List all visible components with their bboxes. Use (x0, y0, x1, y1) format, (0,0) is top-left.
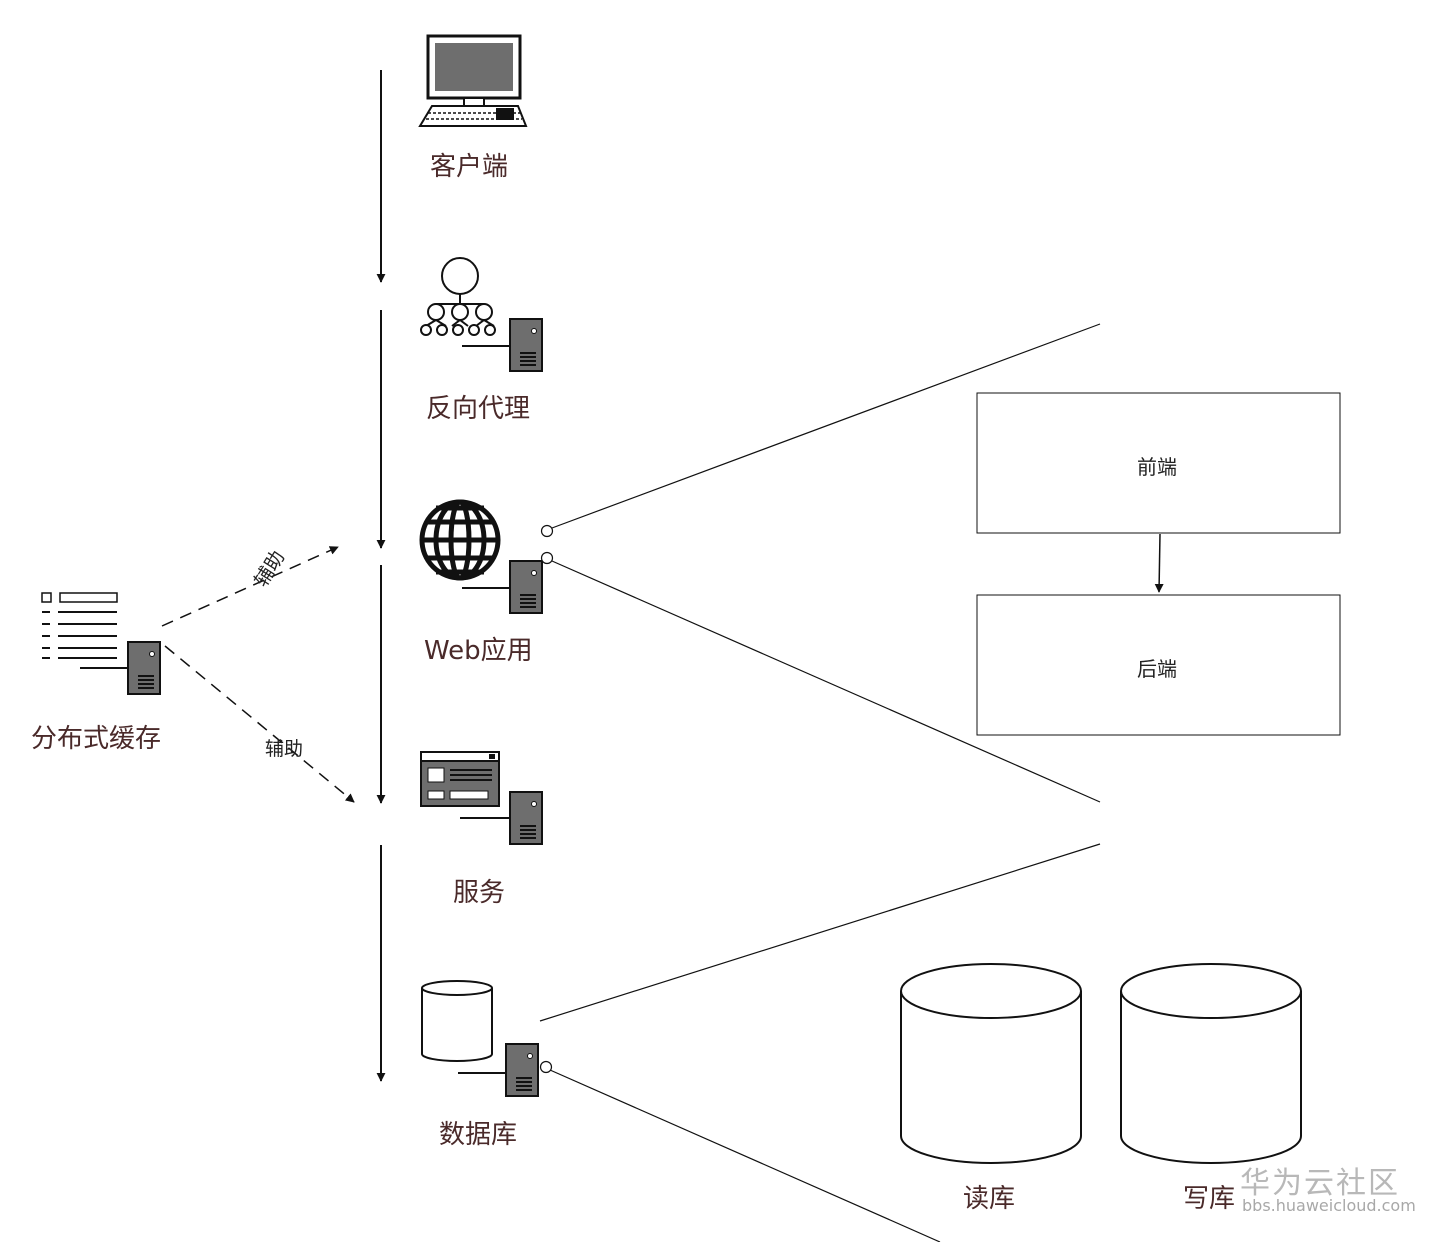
connector-dot (540, 551, 554, 565)
reverse-proxy-label: 反向代理 (426, 394, 531, 424)
arrow-frontend-to-backend (1154, 533, 1164, 593)
globe-icon (419, 499, 501, 581)
frontend-label: 前端 (1137, 455, 1177, 479)
read-db-label: 读库 (963, 1184, 1016, 1214)
assist-label-service: 辅助 (265, 738, 304, 760)
cache-list-icon (41, 592, 118, 659)
service-window-icon (420, 751, 500, 807)
web-app-label: Web应用 (424, 636, 533, 666)
arrow-cache-to-web (161, 546, 339, 627)
callout-lines (539, 323, 1101, 1242)
connector-dot (540, 524, 554, 538)
connector-dot (539, 1060, 553, 1074)
watermark-brand: 华为云社区 (1240, 1166, 1400, 1201)
web-detail-boxes (976, 392, 1341, 736)
client-label: 客户端 (430, 152, 509, 182)
server-icon (462, 560, 543, 614)
arrow-cache-to-service (164, 645, 355, 803)
server-icon (458, 1043, 539, 1097)
proxy-tree-icon (420, 257, 496, 336)
distributed-cache-label: 分布式缓存 (31, 724, 162, 754)
assist-arrows (161, 546, 355, 803)
service-label: 服务 (453, 878, 506, 908)
database-label: 数据库 (439, 1120, 518, 1150)
watermark-url: bbs.huaweicloud.com (1242, 1196, 1416, 1215)
backend-label: 后端 (1137, 657, 1177, 681)
server-icon (462, 318, 543, 372)
backend-box (976, 594, 1341, 736)
read-db-cylinder (900, 963, 1082, 1164)
write-db-label: 写库 (1183, 1184, 1236, 1214)
database-cylinder-icon (421, 980, 493, 1062)
write-db-cylinder (1120, 963, 1302, 1164)
frontend-box (976, 392, 1341, 534)
computer-icon (418, 34, 528, 127)
server-icon (80, 641, 161, 695)
server-icon (460, 791, 543, 845)
